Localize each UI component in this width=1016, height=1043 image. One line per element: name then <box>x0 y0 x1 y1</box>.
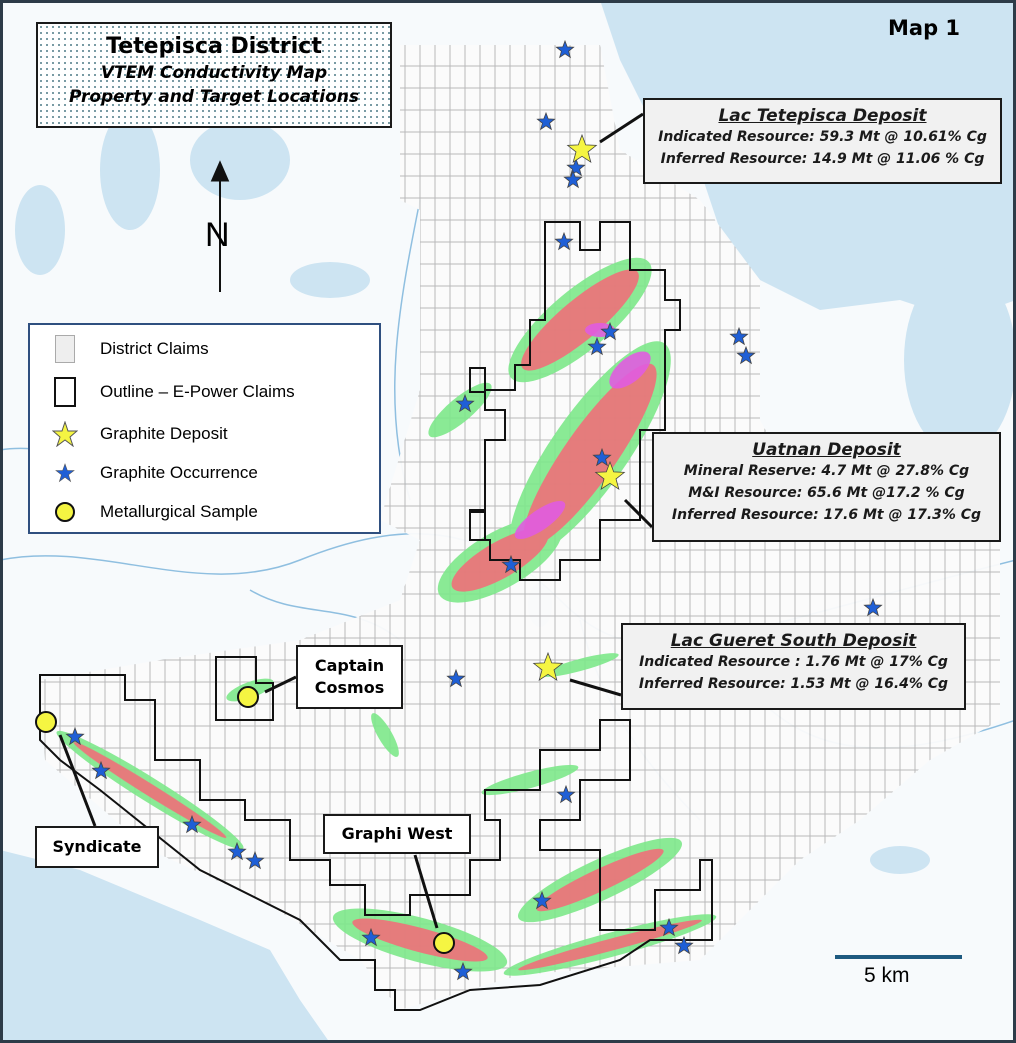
graphite-deposit-star-icon <box>532 651 564 682</box>
graphite-occurrence-star-icon <box>532 890 552 910</box>
metallurgical-sample-icon <box>237 686 259 708</box>
sample-name: Graphi West <box>341 824 453 843</box>
graphite-occurrence-star-icon <box>536 111 556 131</box>
legend-item-district-claims: District Claims <box>30 335 209 363</box>
map-subtitle-2: Property and Target Locations <box>69 87 359 107</box>
blue-star-icon <box>55 463 75 483</box>
map-number-label: Map 1 <box>888 16 961 40</box>
scale-bar-label: 5 km <box>864 964 910 987</box>
graphite-occurrence-star-icon <box>674 935 694 955</box>
deposit-line: Inferred Resource: 17.6 Mt @ 17.3% Cg <box>671 507 982 523</box>
deposit-line: M&I Resource: 65.6 Mt @17.2 % Cg <box>688 485 965 501</box>
graphite-occurrence-star-icon <box>182 814 202 834</box>
sample-name: Captain <box>314 656 385 675</box>
district-claims-swatch <box>55 335 75 363</box>
callout-arrows <box>58 112 962 959</box>
deposit-line: Inferred Resource: 1.53 Mt @ 16.4% Cg <box>638 676 949 692</box>
legend-label: Graphite Occurrence <box>100 463 258 482</box>
deposit-line: Mineral Reserve: 4.7 Mt @ 27.8% Cg <box>683 463 970 479</box>
map-subtitle: VTEM Conductivity Map <box>100 63 328 83</box>
graphite-occurrence-star-icon <box>863 597 883 617</box>
graphite-occurrence-star-icon <box>455 393 475 413</box>
graphite-occurrence-star-icon <box>453 961 473 981</box>
deposit-line: Indicated Resource : 1.76 Mt @ 17% Cg <box>639 654 948 670</box>
graphite-occurrence-star-icon <box>446 668 466 688</box>
graphite-occurrence-star-icon <box>227 841 247 861</box>
lac-tetepisca-callout: Lac Tetepisca Deposit Indicated Resource… <box>643 98 1002 184</box>
graphi-west-label: Graphi West <box>323 814 471 854</box>
graphite-occurrence-star-icon <box>554 231 574 251</box>
outline-swatch <box>54 377 76 407</box>
graphite-occurrence-star-icon <box>729 326 749 346</box>
sample-name: Cosmos <box>314 678 385 697</box>
deposit-name: Lac Gueret South Deposit <box>670 631 917 651</box>
graphite-occurrence-star-icon <box>587 336 607 356</box>
deposit-name: Uatnan Deposit <box>752 440 901 460</box>
legend-label: Metallurgical Sample <box>100 502 258 521</box>
captain-cosmos-label: Captain Cosmos <box>296 645 403 709</box>
legend-item-graphite-deposit: Graphite Deposit <box>30 421 228 447</box>
metallurgical-sample-icon <box>433 932 455 954</box>
graphite-occurrence-star-icon <box>245 850 265 870</box>
legend-label: District Claims <box>100 339 209 358</box>
graphite-occurrence-star-icon <box>600 321 620 341</box>
legend-item-metallurgical-sample: Metallurgical Sample <box>30 501 258 523</box>
metallurgical-sample-icon <box>35 711 57 733</box>
yellow-star-icon <box>52 421 78 447</box>
lac-gueret-south-callout: Lac Gueret South Deposit Indicated Resou… <box>621 623 966 710</box>
graphite-deposit-star-icon <box>566 133 598 164</box>
graphite-occurrence-star-icon <box>65 726 85 746</box>
graphite-occurrence-star-icon <box>501 554 521 574</box>
deposit-line: Inferred Resource: 14.9 Mt @ 11.06 % Cg <box>660 151 985 167</box>
uatnan-callout: Uatnan Deposit Mineral Reserve: 4.7 Mt @… <box>652 432 1001 542</box>
graphite-occurrence-star-icon <box>592 447 612 467</box>
map-title: Tetepisca District <box>106 34 322 59</box>
deposit-line: Indicated Resource: 59.3 Mt @ 10.61% Cg <box>658 129 987 145</box>
legend-label: Graphite Deposit <box>100 424 228 443</box>
graphite-occurrence-star-icon <box>361 927 381 947</box>
north-arrow-label: N <box>205 216 230 254</box>
graphite-occurrence-star-icon <box>736 345 756 365</box>
graphite-occurrence-star-icon <box>563 169 583 189</box>
title-box: Tetepisca District VTEM Conductivity Map… <box>36 22 392 128</box>
legend: District Claims Outline – E-Power Claims… <box>28 323 381 534</box>
legend-label: Outline – E-Power Claims <box>100 382 295 401</box>
graphite-occurrence-star-icon <box>566 157 586 177</box>
syndicate-label: Syndicate <box>35 826 159 868</box>
graphite-occurrence-star-icon <box>556 784 576 804</box>
graphite-occurrence-star-icon <box>91 760 111 780</box>
e-power-claims-outline <box>39 221 713 1011</box>
graphite-occurrence-star-icon <box>659 917 679 937</box>
legend-item-graphite-occurrence: Graphite Occurrence <box>30 463 258 483</box>
sample-name: Syndicate <box>52 837 142 856</box>
yellow-circle-icon <box>55 502 75 522</box>
graphite-deposit-star-icon <box>594 460 626 491</box>
legend-item-e-power-outline: Outline – E-Power Claims <box>30 377 295 407</box>
deposit-name: Lac Tetepisca Deposit <box>718 106 927 126</box>
graphite-occurrence-star-icon <box>555 39 575 59</box>
